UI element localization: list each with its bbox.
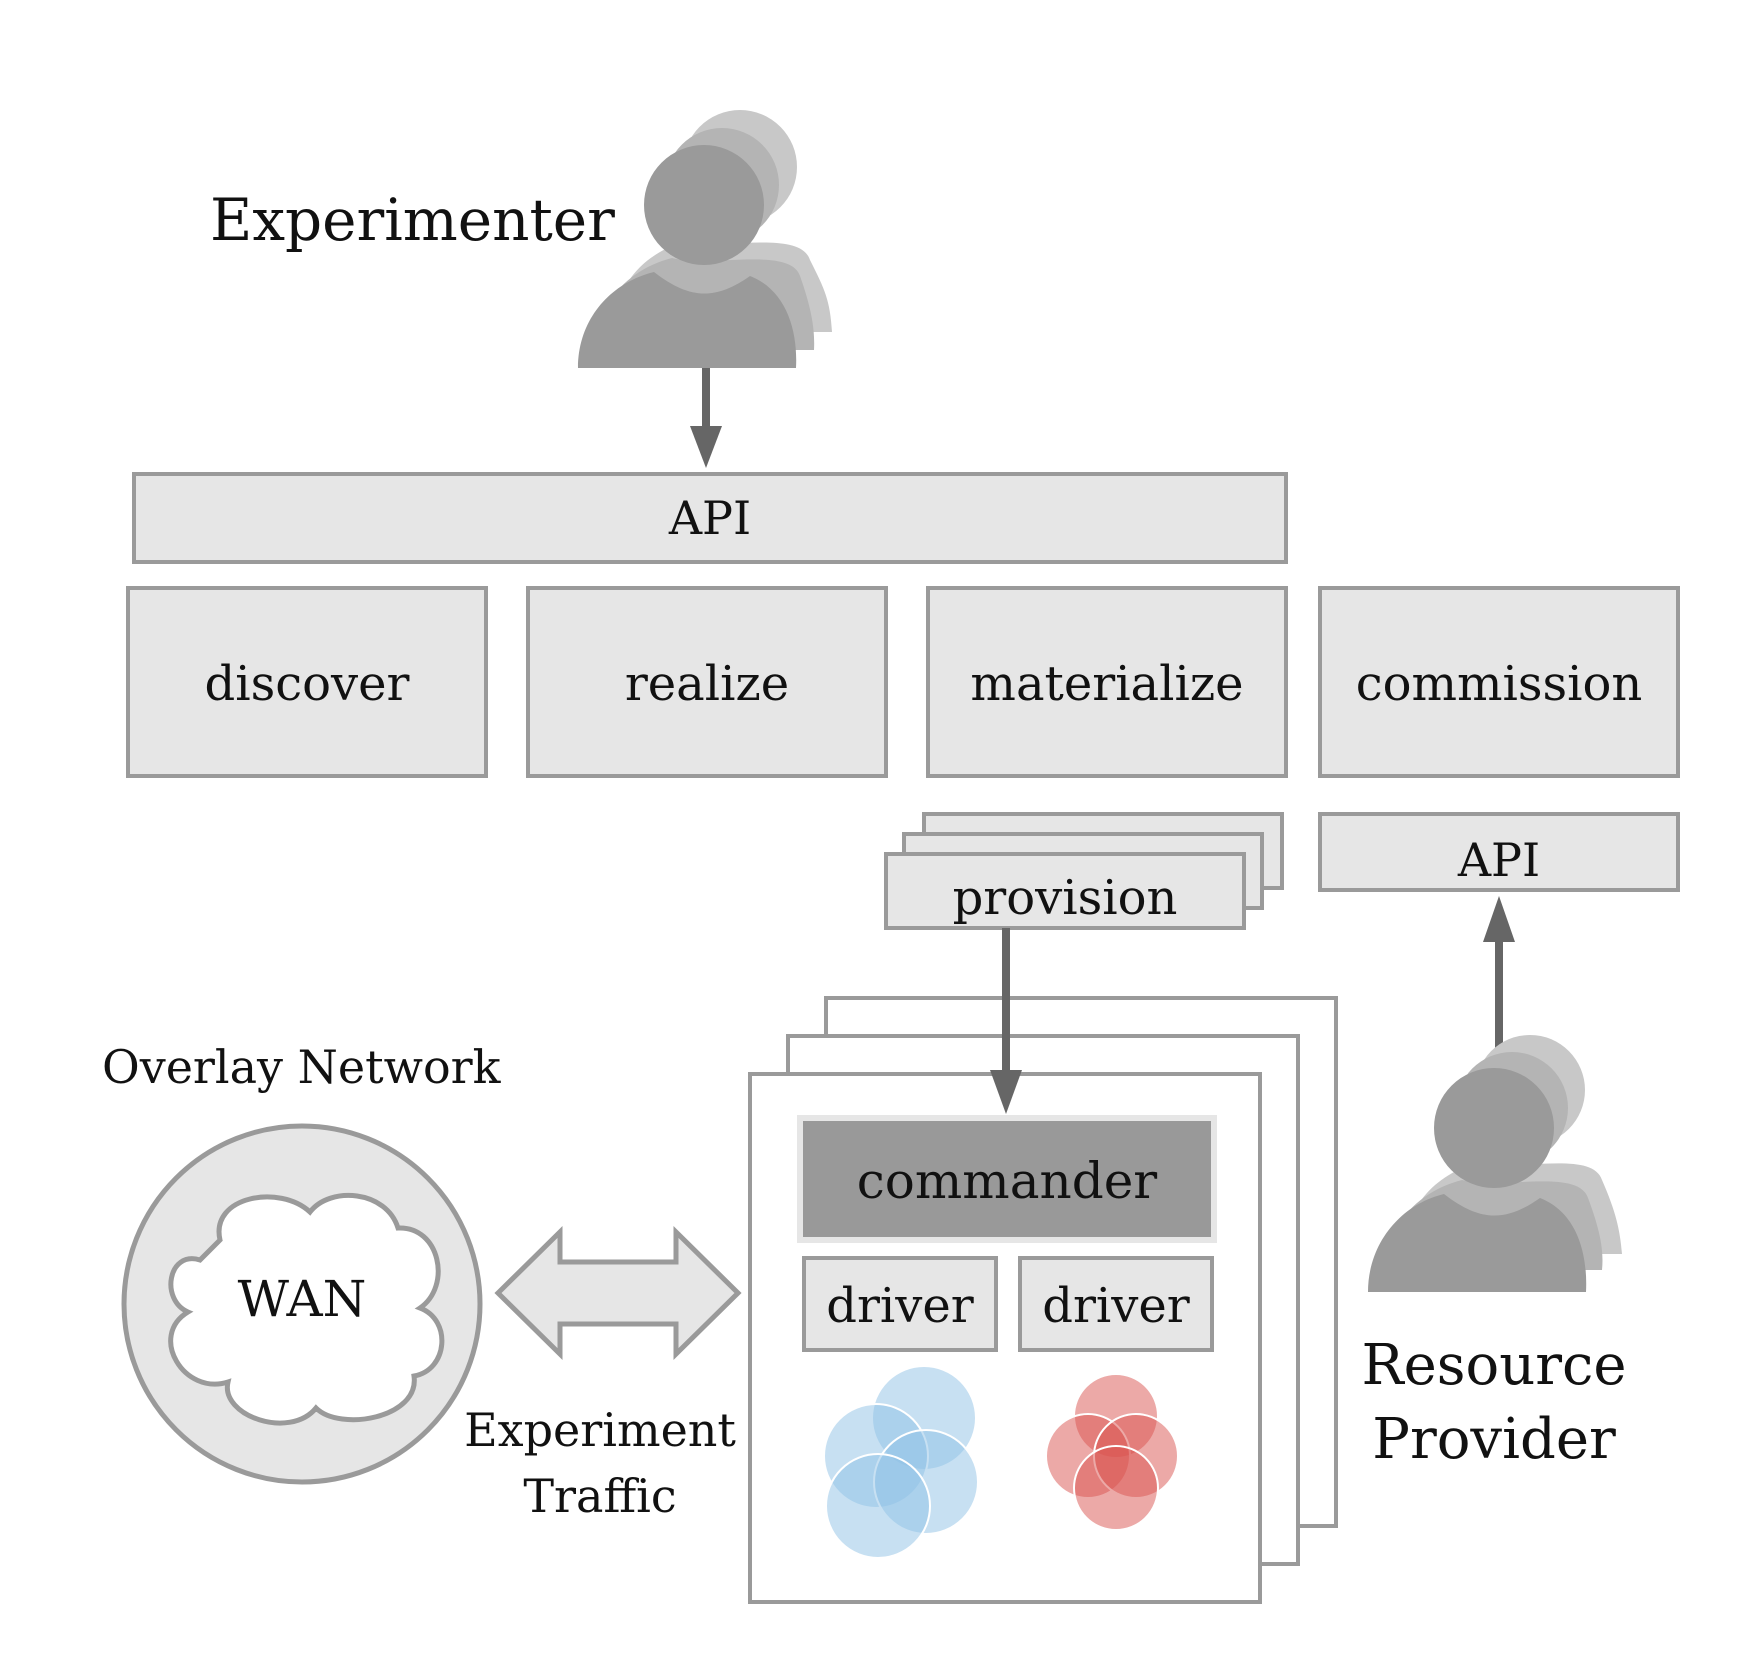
experiment-traffic-label-line2: Traffic — [523, 1469, 676, 1523]
right-api-box[interactable] — [1318, 812, 1680, 892]
provision-box[interactable] — [884, 852, 1246, 930]
red-resources-icon — [1045, 1373, 1179, 1531]
driver-right-label: driver — [1042, 1278, 1190, 1334]
resource-provider-label-line2: Provider — [1372, 1407, 1616, 1472]
provider-to-api-arrow — [1483, 896, 1515, 1060]
right-api-label: API — [1457, 833, 1540, 887]
driver-left-box[interactable] — [802, 1256, 998, 1352]
top-api-box[interactable] — [132, 472, 1288, 564]
commander-label: commander — [857, 1152, 1158, 1210]
experimenter-icon — [578, 110, 832, 368]
commander-box[interactable] — [797, 1115, 1217, 1243]
driver-right-box[interactable] — [1018, 1256, 1214, 1352]
experiment-traffic-label-line1: Experiment — [464, 1403, 736, 1457]
wan-label: WAN — [238, 1270, 367, 1328]
materialize-label: materialize — [970, 656, 1243, 712]
commission-label: commission — [1356, 656, 1643, 712]
experiment-traffic-arrow — [494, 1226, 742, 1360]
experimenter-to-api-arrow — [690, 368, 722, 468]
discover-box[interactable] — [126, 586, 488, 778]
commission-box[interactable] — [1318, 586, 1680, 778]
resource-provider-label-line1: Resource — [1361, 1333, 1626, 1398]
cloud-icon — [168, 1192, 445, 1426]
overlay-network-label: Overlay Network — [102, 1040, 502, 1094]
top-api-label: API — [668, 491, 751, 545]
provision-label: provision — [953, 870, 1178, 926]
materialize-box[interactable] — [926, 586, 1288, 778]
realize-box[interactable] — [526, 586, 888, 778]
provision-to-commander-arrow — [990, 928, 1022, 1114]
resource-provider-icon — [1368, 1035, 1622, 1292]
discover-label: discover — [205, 656, 410, 712]
realize-label: realize — [625, 656, 789, 712]
blue-resources-icon — [823, 1365, 979, 1559]
driver-left-label: driver — [826, 1278, 974, 1334]
experimenter-label: Experimenter — [210, 186, 615, 254]
